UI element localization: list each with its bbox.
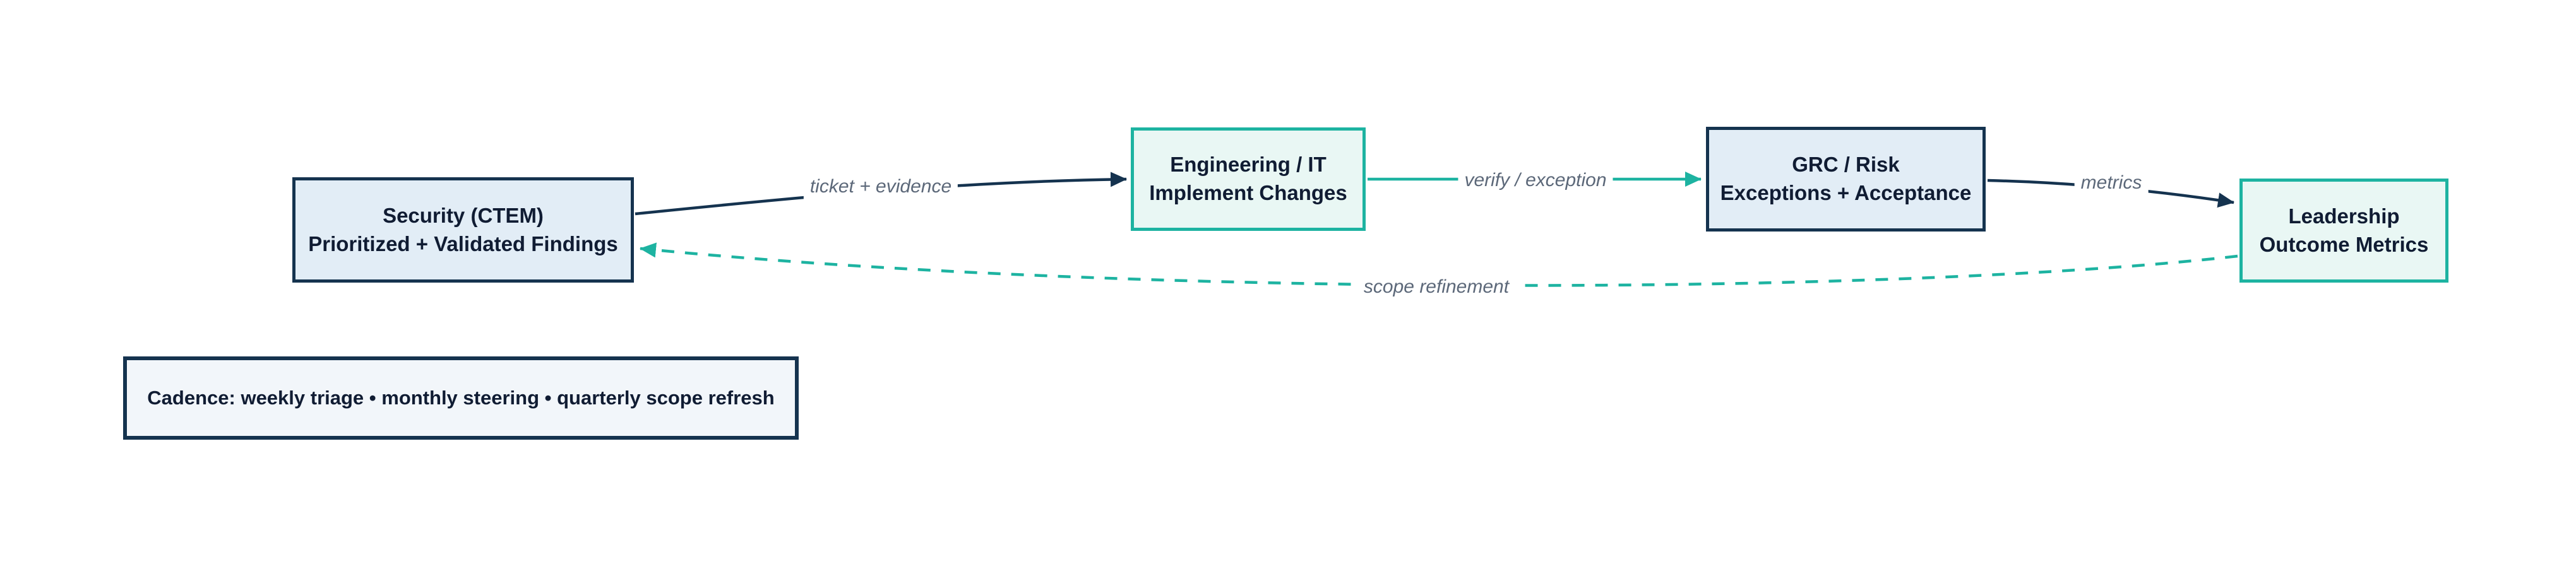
cadence-note-text: Cadence: weekly triage • monthly steerin…	[147, 387, 775, 409]
edge-label-verify-exception: verify / exception	[1458, 167, 1613, 194]
node-engineering-line1: Engineering / IT	[1170, 153, 1327, 177]
node-engineering-it: Engineering / IT Implement Changes	[1131, 127, 1366, 231]
node-leadership-line1: Leadership	[2288, 204, 2400, 228]
node-leadership: Leadership Outcome Metrics	[2239, 179, 2448, 283]
edge-label-metrics: metrics	[2074, 170, 2149, 196]
node-leadership-line2: Outcome Metrics	[2259, 232, 2429, 256]
node-security-line2: Prioritized + Validated Findings	[308, 232, 618, 255]
cadence-note: Cadence: weekly triage • monthly steerin…	[123, 356, 799, 440]
node-security-ctem: Security (CTEM) Prioritized + Validated …	[292, 177, 634, 283]
node-grc-line1: GRC / Risk	[1792, 153, 1900, 177]
edge-label-scope-refinement: scope refinement	[1357, 274, 1516, 300]
node-grc-line2: Exceptions + Acceptance	[1720, 181, 1972, 204]
node-grc-risk: GRC / Risk Exceptions + Acceptance	[1706, 127, 1986, 232]
node-security-line1: Security (CTEM)	[383, 203, 544, 227]
edge-label-ticket-evidence: ticket + evidence	[803, 173, 958, 200]
node-engineering-line2: Implement Changes	[1149, 181, 1347, 204]
